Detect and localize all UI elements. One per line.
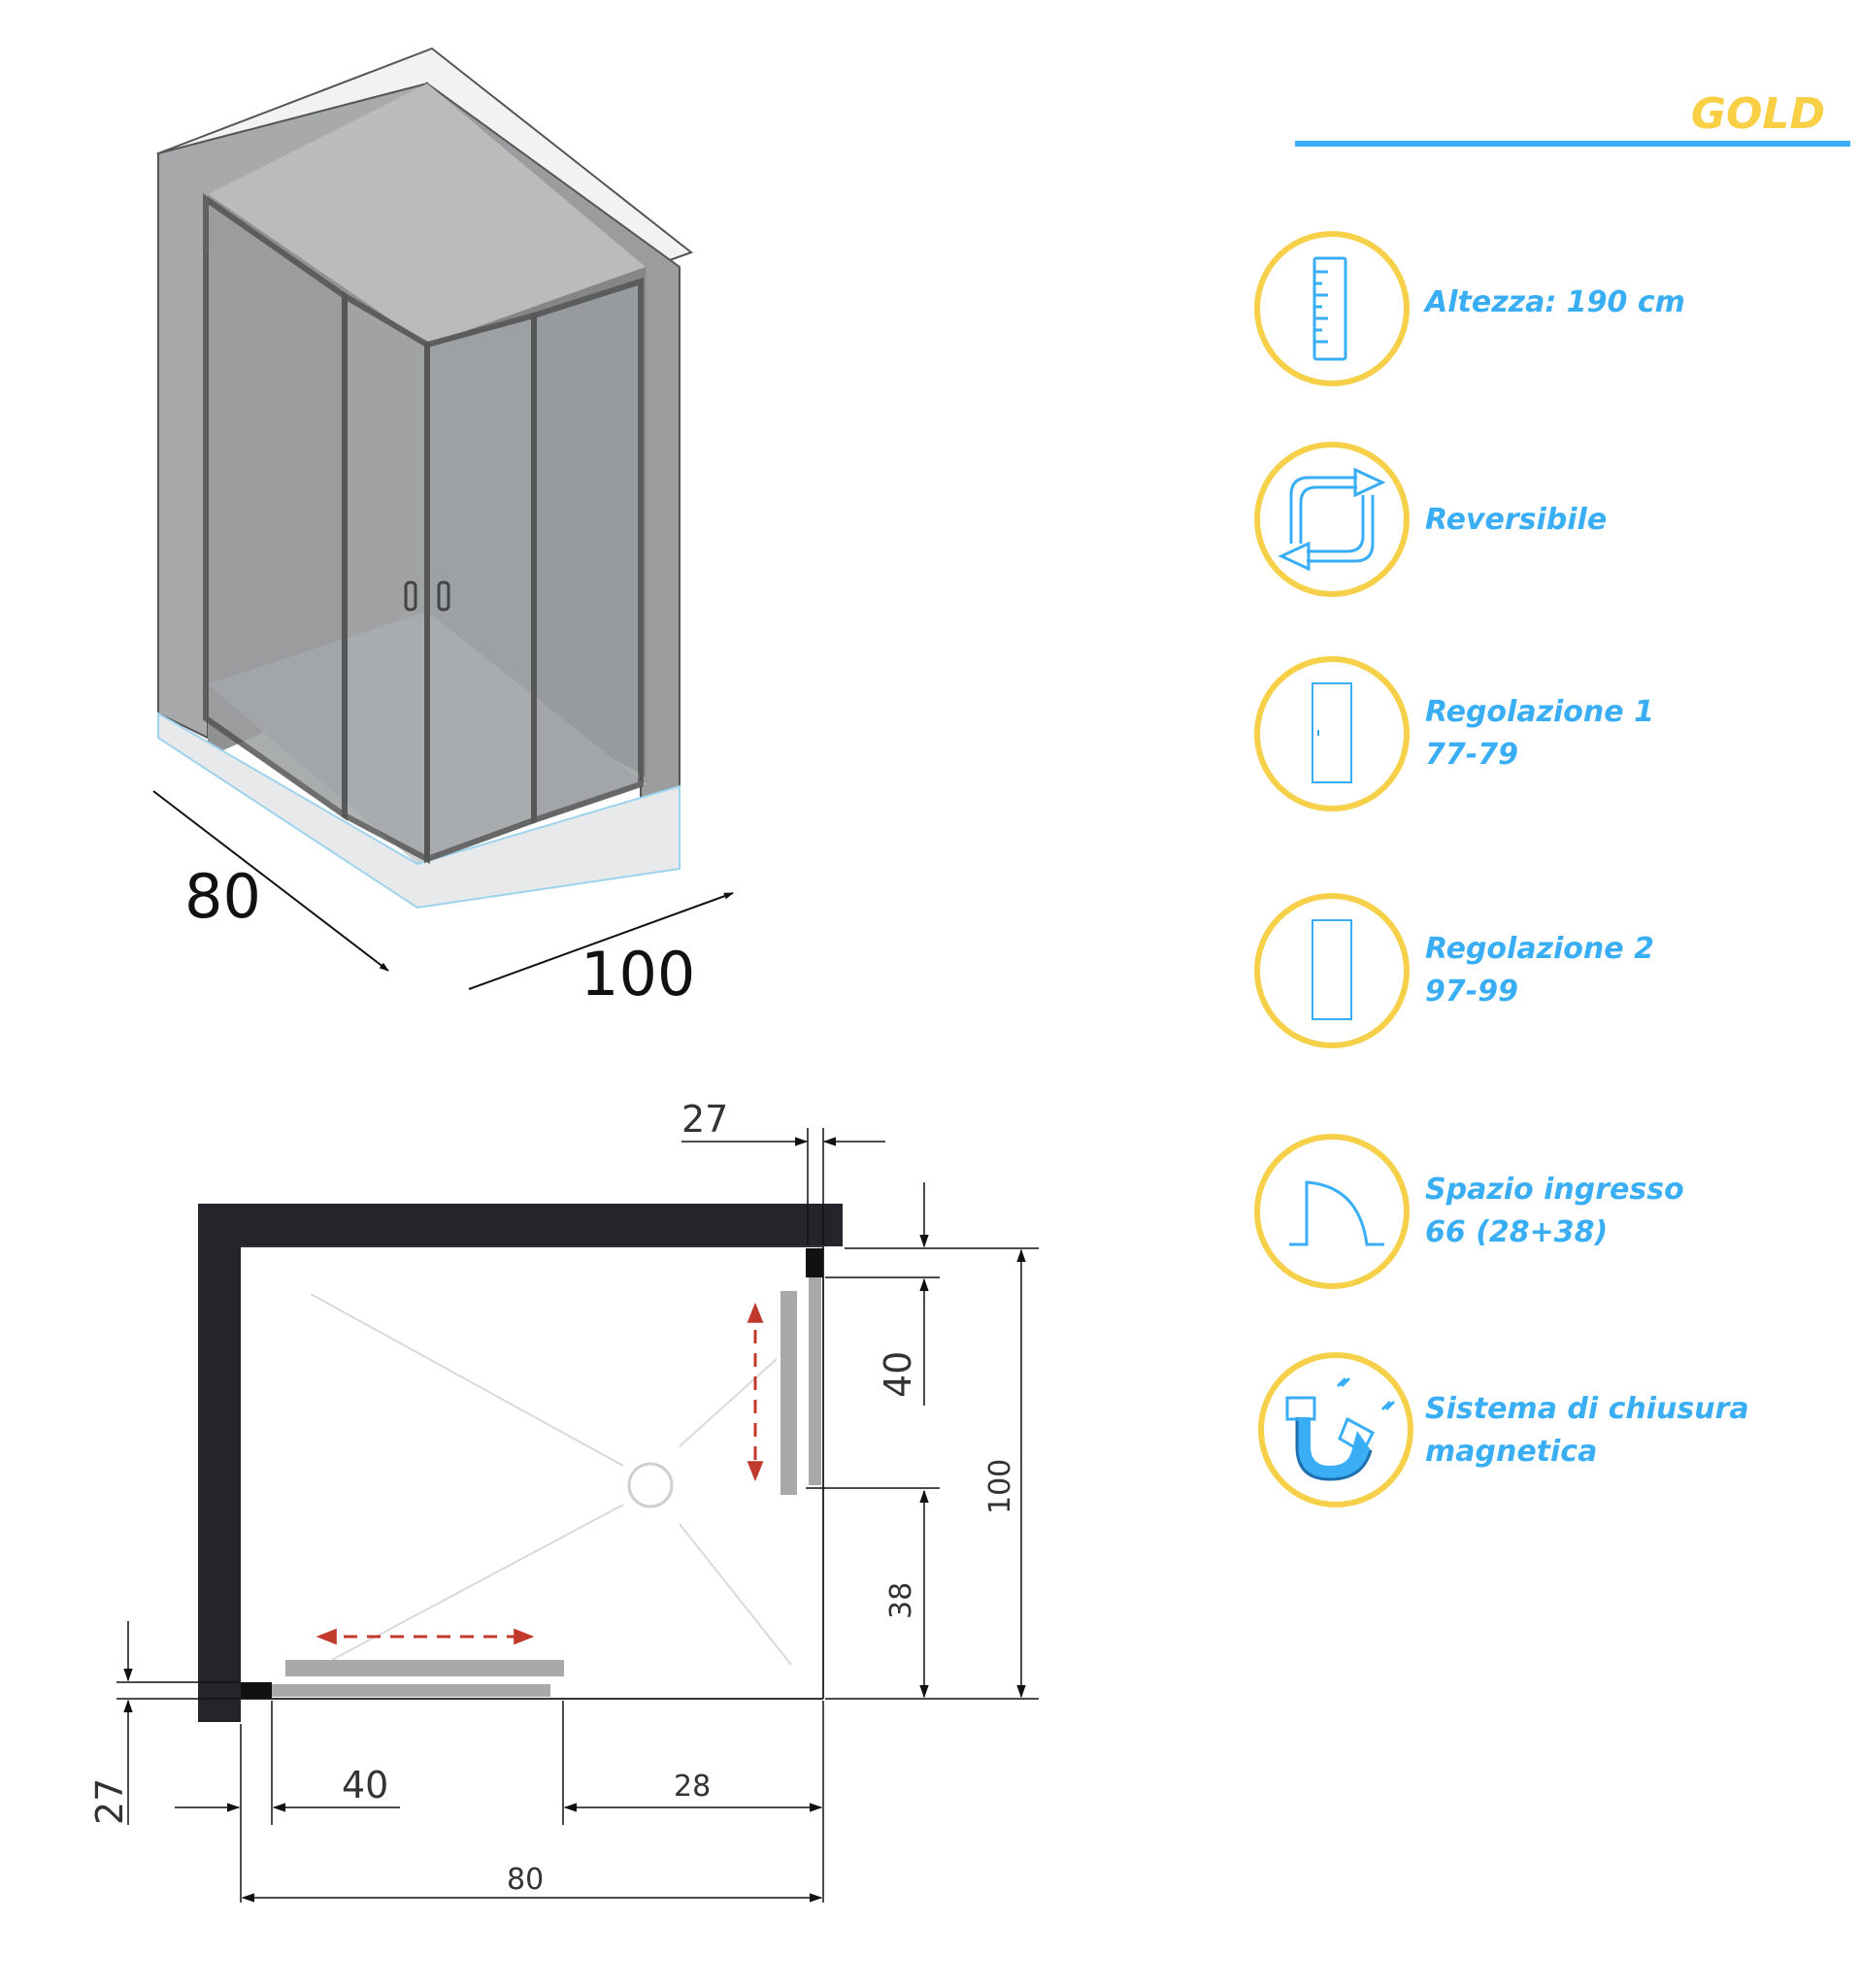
feature-line: Reversibile xyxy=(1425,503,1608,537)
ruler-icon xyxy=(1312,256,1347,361)
feature-line: Sistema di chiusura xyxy=(1425,1392,1749,1426)
feature-line: Regolazione 2 xyxy=(1425,932,1654,966)
floor-plan-view: 27 40 38 100 27 40 28 80 xyxy=(88,1098,1039,1903)
feature-line: 77-79 xyxy=(1425,738,1518,772)
isometric-enclosure-view: 80 100 xyxy=(152,47,734,1010)
interior-top xyxy=(208,83,646,345)
glass-left-fixed xyxy=(203,193,348,821)
feature-ring-reversible xyxy=(1254,442,1410,597)
feature-entry-text: Spazio ingresso 66 (28+38) xyxy=(1425,1169,1684,1254)
brand-label: GOLD xyxy=(1690,89,1825,139)
glass-right-fixed xyxy=(531,277,644,825)
corner-post-bottom xyxy=(241,1682,272,1699)
right-door-label: 40 xyxy=(877,1351,919,1398)
top-gap-label: 27 xyxy=(681,1098,728,1141)
bottom-door-label: 40 xyxy=(342,1764,388,1806)
corner-post-top xyxy=(806,1248,823,1277)
feature-line: Altezza: 190 cm xyxy=(1425,285,1685,319)
bottom-fixed-label: 28 xyxy=(674,1770,711,1804)
feature-reversible-text: Reversibile xyxy=(1425,499,1607,542)
left-gap-label: 27 xyxy=(88,1778,131,1825)
bottom-total-label: 80 xyxy=(507,1863,544,1897)
feature-adjust-1-text: Regolazione 1 77-79 xyxy=(1425,691,1654,777)
feature-line: magnetica xyxy=(1425,1435,1598,1469)
door-panel-icon xyxy=(1312,682,1352,783)
feature-line: 97-99 xyxy=(1425,975,1518,1009)
feature-height-text: Altezza: 190 cm xyxy=(1425,282,1685,324)
glass-left-door xyxy=(342,290,430,864)
door-handle-left xyxy=(404,580,417,612)
feature-line: 66 (28+38) xyxy=(1425,1215,1609,1249)
fixed-panel-icon xyxy=(1312,919,1352,1020)
feature-line: Regolazione 1 xyxy=(1425,695,1654,729)
right-total-label: 100 xyxy=(983,1459,1017,1514)
plan-wall-top xyxy=(198,1204,843,1246)
tray-base xyxy=(157,712,681,910)
drain-icon xyxy=(627,1462,674,1508)
glass-right-door xyxy=(424,312,537,864)
feature-ring-entry xyxy=(1254,1134,1410,1289)
magnet-icon xyxy=(1285,1376,1396,1481)
tray-slope-lines xyxy=(310,1293,792,1666)
feature-line: Spazio ingresso xyxy=(1425,1173,1684,1207)
depth-dimension-line xyxy=(152,790,389,972)
depth-label: 80 xyxy=(184,861,261,932)
bottom-fixed-panel xyxy=(272,1684,550,1697)
feature-adjust-2-text: Regolazione 2 97-99 xyxy=(1425,928,1654,1013)
right-fixed-label: 38 xyxy=(884,1582,918,1619)
feature-ring-height xyxy=(1254,231,1410,386)
feature-magnet-text: Sistema di chiusura magnetica xyxy=(1425,1388,1749,1474)
feature-ring-magnet xyxy=(1258,1352,1413,1508)
door-handle-right xyxy=(437,580,450,612)
width-label: 100 xyxy=(581,939,695,1010)
bottom-sliding-door xyxy=(285,1660,564,1676)
door-swing-icon xyxy=(1289,1180,1384,1246)
feature-ring-adjust-1 xyxy=(1254,656,1410,812)
right-fixed-panel xyxy=(809,1277,821,1485)
feature-ring-adjust-2 xyxy=(1254,893,1410,1048)
plan-wall-left xyxy=(198,1204,241,1722)
right-sliding-door xyxy=(781,1291,797,1495)
width-dimension-line xyxy=(468,892,734,990)
extension-lines xyxy=(116,1128,1039,1903)
feature-icons xyxy=(1254,231,1413,1508)
reverse-arrows-icon xyxy=(1278,467,1386,572)
